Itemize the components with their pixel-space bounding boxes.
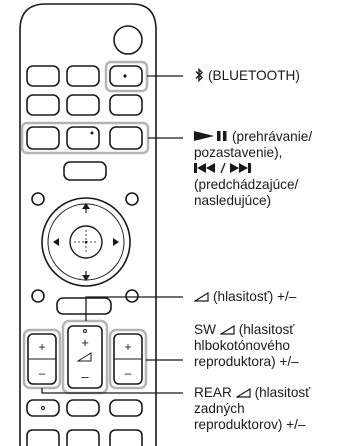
bottom-button-1[interactable] — [26, 399, 60, 417]
round-button-lower-left[interactable] — [31, 289, 45, 303]
rear-label-line2: zadných — [194, 401, 245, 416]
rear-label-line3: reproduktorov) +/– — [194, 417, 306, 432]
mode-button-3[interactable] — [109, 94, 143, 116]
volume-label: (hlasitosť) +/– — [213, 289, 297, 304]
bottom-button-partial-3 — [109, 429, 143, 446]
mute-button[interactable] — [56, 297, 112, 315]
bluetooth-icon — [195, 68, 203, 82]
rear-plus-key: + — [38, 340, 45, 354]
mode-button-1[interactable] — [26, 94, 60, 116]
rear-volume-icon — [235, 388, 251, 398]
sw-label-line3: reproduktora) +/– — [194, 354, 299, 369]
wide-button[interactable] — [63, 161, 107, 181]
volume-rocker-icon — [76, 352, 92, 362]
sw-prefix: SW — [194, 322, 216, 337]
sw-label-line1: (hlasitosť — [238, 322, 295, 337]
volume-plus-key: + — [81, 335, 89, 350]
volume-minus-key: – — [81, 369, 89, 384]
play-pause-label-line5: nasledujúce) — [194, 193, 272, 208]
leader-lines — [41, 75, 183, 394]
bottom-button-partial-1 — [26, 429, 60, 446]
volume-callout: (hlasitosť) +/– — [194, 289, 296, 305]
rear-label-line1: (hlasitosť — [254, 385, 311, 400]
bluetooth-button-dot — [123, 74, 127, 78]
sw-plus-key: + — [124, 340, 131, 354]
round-button-lower-right[interactable] — [125, 289, 139, 303]
play-pause-label-line4: (predchádzajúce/ — [194, 177, 299, 192]
round-button-upper-right[interactable] — [125, 192, 139, 206]
play-pause-button[interactable] — [66, 126, 100, 150]
play-pause-label-line1: (prehrávanie/ — [232, 129, 313, 144]
previous-button[interactable] — [26, 126, 60, 150]
rear-prefix: REAR — [194, 385, 232, 400]
bottom-button-2[interactable] — [66, 399, 100, 417]
rear-minus-key: – — [39, 366, 46, 380]
sw-minus-key: – — [125, 366, 132, 380]
rear-callout: REAR (hlasitosť zadných reproduktorov) +… — [194, 385, 310, 433]
play-pause-button-dot — [90, 131, 94, 135]
bottom-button-partial-2 — [66, 429, 100, 446]
sw-rocker-highlight — [108, 328, 148, 390]
remote-body-outline — [19, 3, 157, 446]
input-button-1[interactable] — [26, 65, 60, 87]
input-button-2[interactable] — [66, 65, 100, 87]
mode-button-2[interactable] — [66, 94, 100, 116]
play-pause-callout: (prehrávanie/ pozastavenie), (predchádza… — [194, 129, 312, 209]
sw-callout: SW (hlasitosť hlbokotónového reproduktor… — [194, 322, 299, 370]
play-pause-label-line2: pozastavenie), — [194, 145, 283, 160]
next-button[interactable] — [109, 126, 143, 150]
sw-label-line2: hlbokotónového — [194, 338, 290, 353]
bluetooth-callout: (BLUETOOTH) — [194, 68, 300, 84]
bottom-button-3[interactable] — [109, 399, 143, 417]
directional-pad[interactable] — [41, 197, 131, 287]
round-button-upper-left[interactable] — [31, 192, 45, 206]
play-pause-icon — [194, 131, 227, 141]
volume-icon — [194, 292, 209, 302]
bluetooth-label: (BLUETOOTH) — [208, 68, 300, 83]
previous-next-icon — [194, 162, 251, 174]
power-button[interactable] — [113, 25, 143, 55]
sw-volume-icon — [219, 325, 235, 335]
